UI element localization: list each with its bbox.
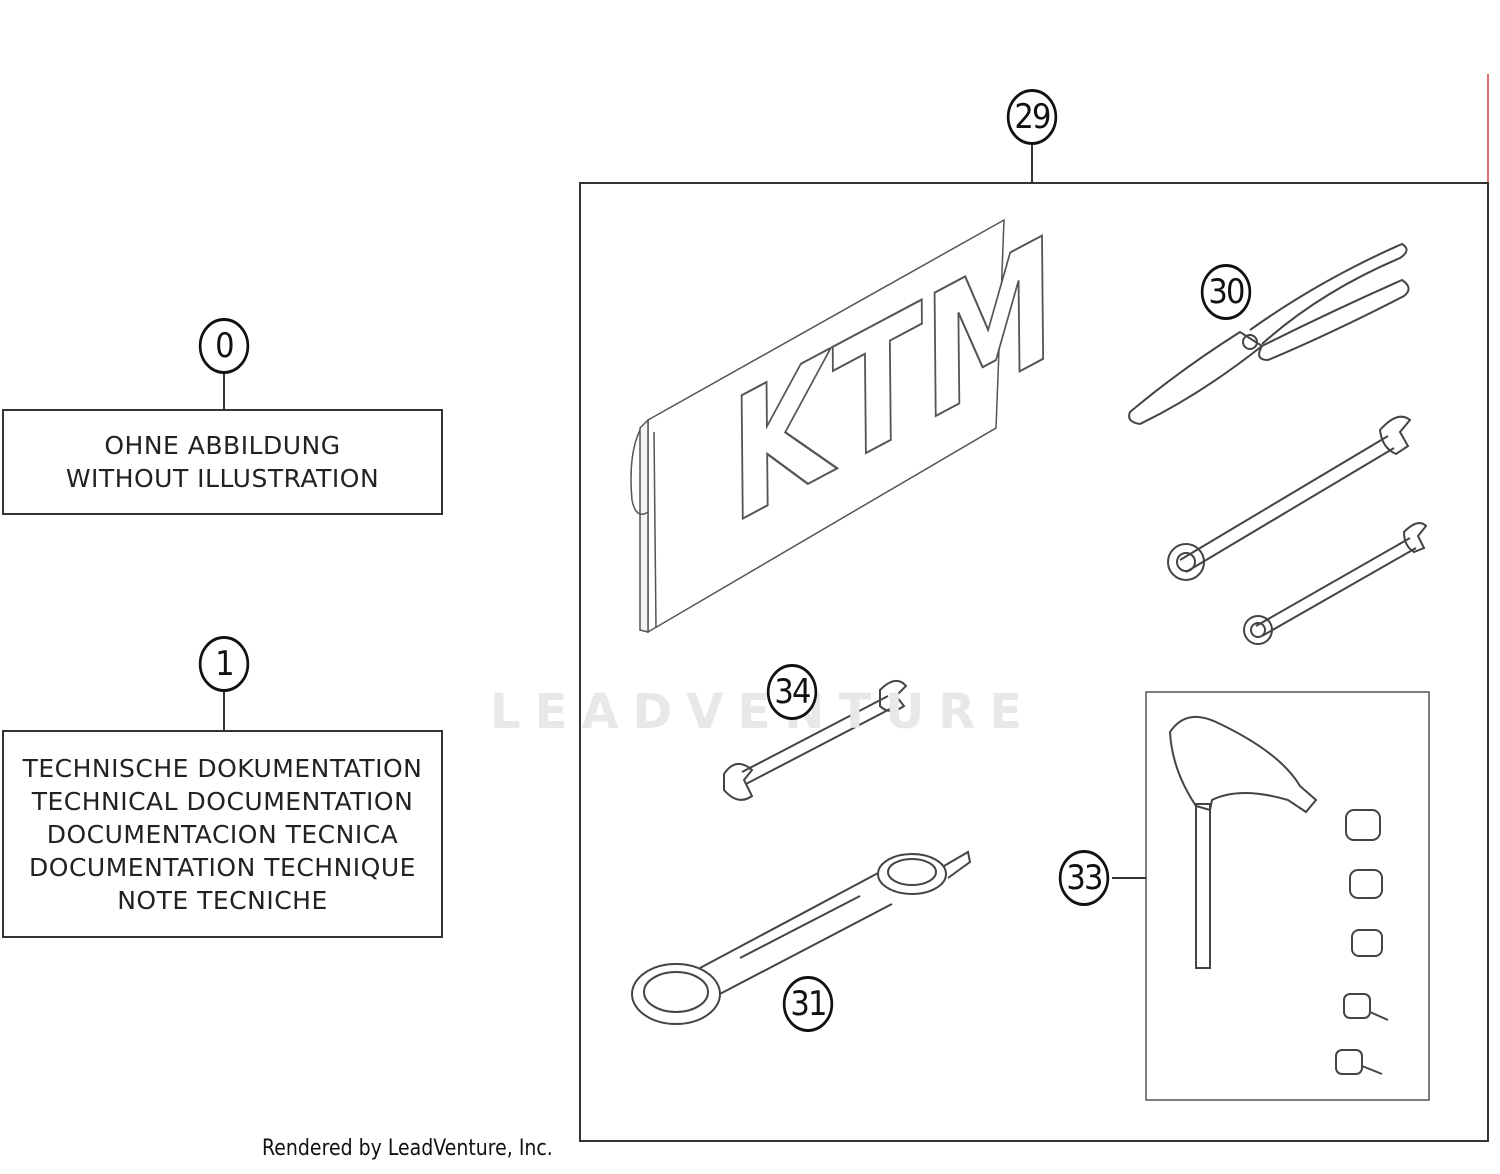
special-ring-wrench (631, 850, 972, 1025)
callout-33: 33 (1058, 850, 1110, 906)
without-illustration-box: OHNE ABBILDUNG WITHOUT ILLUSTRATION (2, 409, 443, 515)
tech-doc-it: NOTE TECNICHE (117, 885, 328, 915)
watermark: LEADVENTURE (490, 684, 1036, 740)
pliers (1128, 242, 1410, 426)
kit-frame (579, 182, 1489, 1142)
tech-doc-fr: DOCUMENTATION TECHNIQUE (29, 852, 416, 882)
callout-34: 34 (766, 664, 818, 720)
combination-wrench-small (1243, 522, 1428, 645)
t-handle-driver (1168, 715, 1318, 969)
tech-doc-es: DOCUMENTACION TECNICA (46, 819, 399, 849)
tool-bag (630, 218, 1005, 634)
callout-1: 1 (198, 636, 250, 692)
open-end-wrench (723, 679, 908, 801)
callout-31: 31 (782, 976, 834, 1032)
technical-documentation-box: TECHNISCHE DOKUMENTATION TECHNICAL DOCUM… (2, 730, 443, 938)
bit-set-frame (1145, 691, 1430, 1101)
combination-wrench-large (1167, 415, 1412, 581)
tech-doc-de: TECHNISCHE DOKUMENTATION (22, 753, 423, 783)
bit-sockets (1335, 809, 1389, 1075)
callout-30: 30 (1200, 264, 1252, 320)
callout-0: 0 (198, 318, 250, 374)
callout-29: 29 (1006, 89, 1058, 145)
without-illustration-en: WITHOUT ILLUSTRATION (65, 464, 380, 493)
tech-doc-en: TECHNICAL DOCUMENTATION (31, 786, 414, 816)
ktm-logo: KTM (715, 204, 1072, 557)
without-illustration-de: OHNE ABBILDUNG (104, 431, 341, 460)
render-credit: Rendered by LeadVenture, Inc. (262, 1136, 553, 1161)
